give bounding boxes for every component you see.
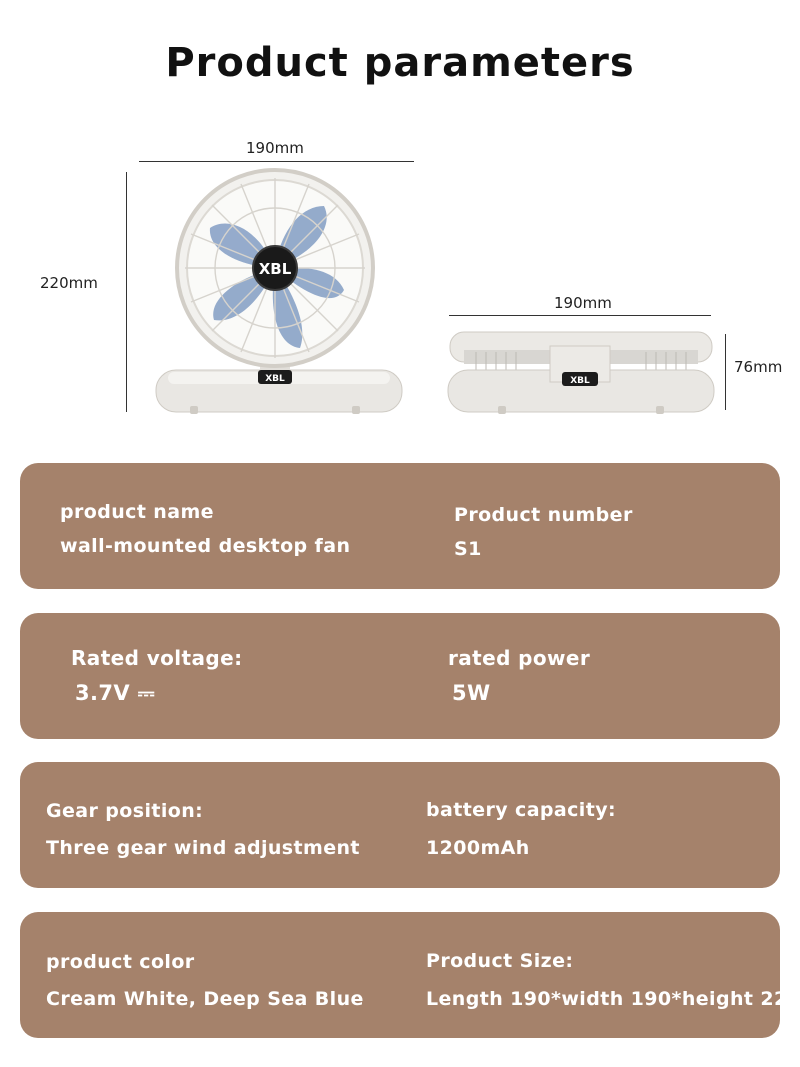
spec-card-power: Rated voltage: 3.7V ⎓ rated power 5W — [20, 613, 780, 739]
fan-front-illustration: XBL XBL — [155, 168, 403, 414]
page-title: Product parameters — [165, 40, 635, 86]
spec-value: S1 — [454, 538, 482, 560]
spec-label: battery capacity: — [426, 799, 616, 821]
spec-card-color: product color Cream White, Deep Sea Blue… — [20, 912, 780, 1038]
spec-label: rated power — [448, 646, 591, 670]
spec-card-name: product name wall-mounted desktop fan Pr… — [20, 463, 780, 589]
side-height-label: 76mm — [734, 358, 783, 376]
front-width-line — [139, 161, 414, 162]
spec-value: wall-mounted desktop fan — [60, 535, 351, 557]
base-logo-badge — [258, 370, 292, 384]
front-height-label: 220mm — [40, 274, 98, 292]
side-height-line — [725, 334, 726, 410]
spec-label: product name — [60, 501, 214, 523]
spec-value: 1200mAh — [426, 837, 530, 859]
spec-label: Rated voltage: — [71, 646, 243, 670]
spec-label: Product Size: — [426, 950, 574, 972]
spec-value: Length 190*width 190*height 220 — [426, 988, 780, 1010]
side-logo-text: XBL — [570, 376, 590, 386]
spec-label: Product number — [454, 504, 633, 526]
spec-value: Three gear wind adjustment — [46, 837, 360, 859]
spec-value: 5W — [452, 681, 491, 705]
base-logo-text: XBL — [265, 374, 285, 384]
fan-folded-illustration: XBL — [447, 331, 715, 414]
spec-value: 3.7V ⎓ — [75, 681, 155, 705]
spec-label: Gear position: — [46, 800, 204, 822]
side-width-line — [449, 315, 711, 316]
spec-label: product color — [46, 951, 195, 973]
front-height-line — [126, 172, 127, 412]
side-width-label: 190mm — [554, 294, 612, 312]
spec-value: Cream White, Deep Sea Blue — [46, 988, 364, 1010]
spec-card-gear: Gear position: Three gear wind adjustmen… — [20, 762, 780, 888]
front-width-label: 190mm — [246, 139, 304, 157]
hub-logo-text: XBL — [259, 260, 292, 278]
